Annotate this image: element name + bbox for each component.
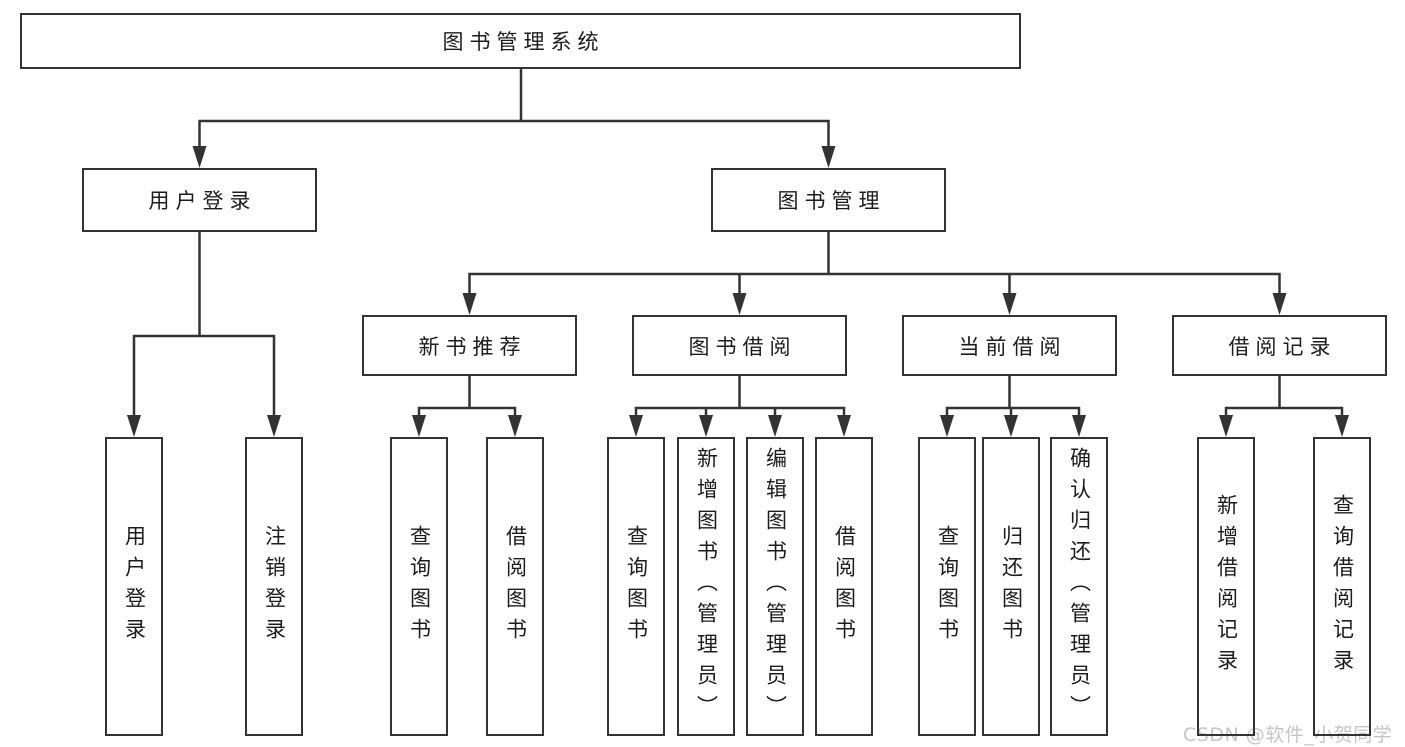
leaf-query-books-borrowing-label: 查询图书 <box>624 524 649 649</box>
leaf-query-borrow-record: 查询借阅记录 <box>1313 437 1371 736</box>
node-book-borrowing: 图书借阅 <box>632 315 847 376</box>
leaf-add-borrow-record: 新增借阅记录 <box>1197 437 1255 736</box>
node-current-borrowing-label: 当前借阅 <box>958 334 1067 359</box>
leaf-query-books-recommend-label: 查询图书 <box>407 524 432 649</box>
arrow-down-icon <box>508 415 522 437</box>
leaf-borrow-books-recommend: 借阅图书 <box>486 437 544 736</box>
node-user-login: 用户登录 <box>82 168 317 232</box>
leaf-edit-books-admin: 编辑图书（管理员） <box>746 437 804 736</box>
arrow-down-icon <box>940 415 954 437</box>
leaf-logout: 注销登录 <box>245 437 303 736</box>
leaf-query-books-borrowing: 查询图书 <box>607 437 665 736</box>
leaf-confirm-return-admin-label: 确认归还（管理员） <box>1067 447 1092 726</box>
leaf-logout-label: 注销登录 <box>262 524 287 649</box>
leaf-confirm-return-admin: 确认归还（管理员） <box>1050 437 1108 736</box>
leaf-borrow-books-recommend-label: 借阅图书 <box>503 524 528 649</box>
leaf-query-borrow-record-label: 查询借阅记录 <box>1330 493 1355 680</box>
leaf-return-books: 归还图书 <box>982 437 1040 736</box>
leaf-add-books-admin: 新增图书（管理员） <box>677 437 735 736</box>
node-new-book-recommend-label: 新书推荐 <box>418 334 527 359</box>
watermark: CSDN @软件_小贺同学 <box>1183 724 1393 746</box>
leaf-borrow-books-label: 借阅图书 <box>832 524 857 649</box>
leaf-query-books-recommend: 查询图书 <box>390 437 448 736</box>
leaf-user-login: 用户登录 <box>105 437 163 736</box>
leaf-query-books-current-label: 查询图书 <box>935 524 960 649</box>
node-root-label: 图书管理系统 <box>442 30 605 54</box>
arrow-down-icon <box>699 415 713 437</box>
arrow-down-icon <box>732 293 747 315</box>
leaf-query-books-current: 查询图书 <box>918 437 976 736</box>
node-current-borrowing: 当前借阅 <box>902 315 1117 376</box>
node-book-borrowing-label: 图书借阅 <box>688 334 797 359</box>
leaf-edit-books-admin-label: 编辑图书（管理员） <box>763 447 788 726</box>
arrow-down-icon <box>1219 415 1233 437</box>
arrow-down-icon <box>1335 415 1349 437</box>
node-root: 图书管理系统 <box>20 13 1021 69</box>
node-book-management-label: 图书管理 <box>777 189 886 213</box>
arrow-down-icon <box>127 415 141 437</box>
node-book-management: 图书管理 <box>711 168 946 232</box>
arrow-down-icon <box>267 415 281 437</box>
arrow-down-icon <box>1272 293 1287 315</box>
arrow-down-icon <box>1072 415 1086 437</box>
leaf-add-books-admin-label: 新增图书（管理员） <box>694 447 719 726</box>
leaf-user-login-label: 用户登录 <box>122 524 147 649</box>
leaf-borrow-books: 借阅图书 <box>815 437 873 736</box>
arrow-down-icon <box>821 146 836 168</box>
node-borrowing-records: 借阅记录 <box>1172 315 1387 376</box>
arrow-down-icon <box>629 415 643 437</box>
arrow-down-icon <box>192 146 207 168</box>
node-user-login-label: 用户登录 <box>148 189 257 213</box>
node-borrowing-records-label: 借阅记录 <box>1228 334 1337 359</box>
arrow-down-icon <box>412 415 426 437</box>
arrow-down-icon <box>1002 293 1017 315</box>
arrow-down-icon <box>768 415 782 437</box>
leaf-add-borrow-record-label: 新增借阅记录 <box>1214 493 1239 680</box>
node-new-book-recommend: 新书推荐 <box>362 315 577 376</box>
arrow-down-icon <box>837 415 851 437</box>
arrow-down-icon <box>1004 415 1018 437</box>
leaf-return-books-label: 归还图书 <box>999 524 1024 649</box>
arrow-down-icon <box>462 293 477 315</box>
